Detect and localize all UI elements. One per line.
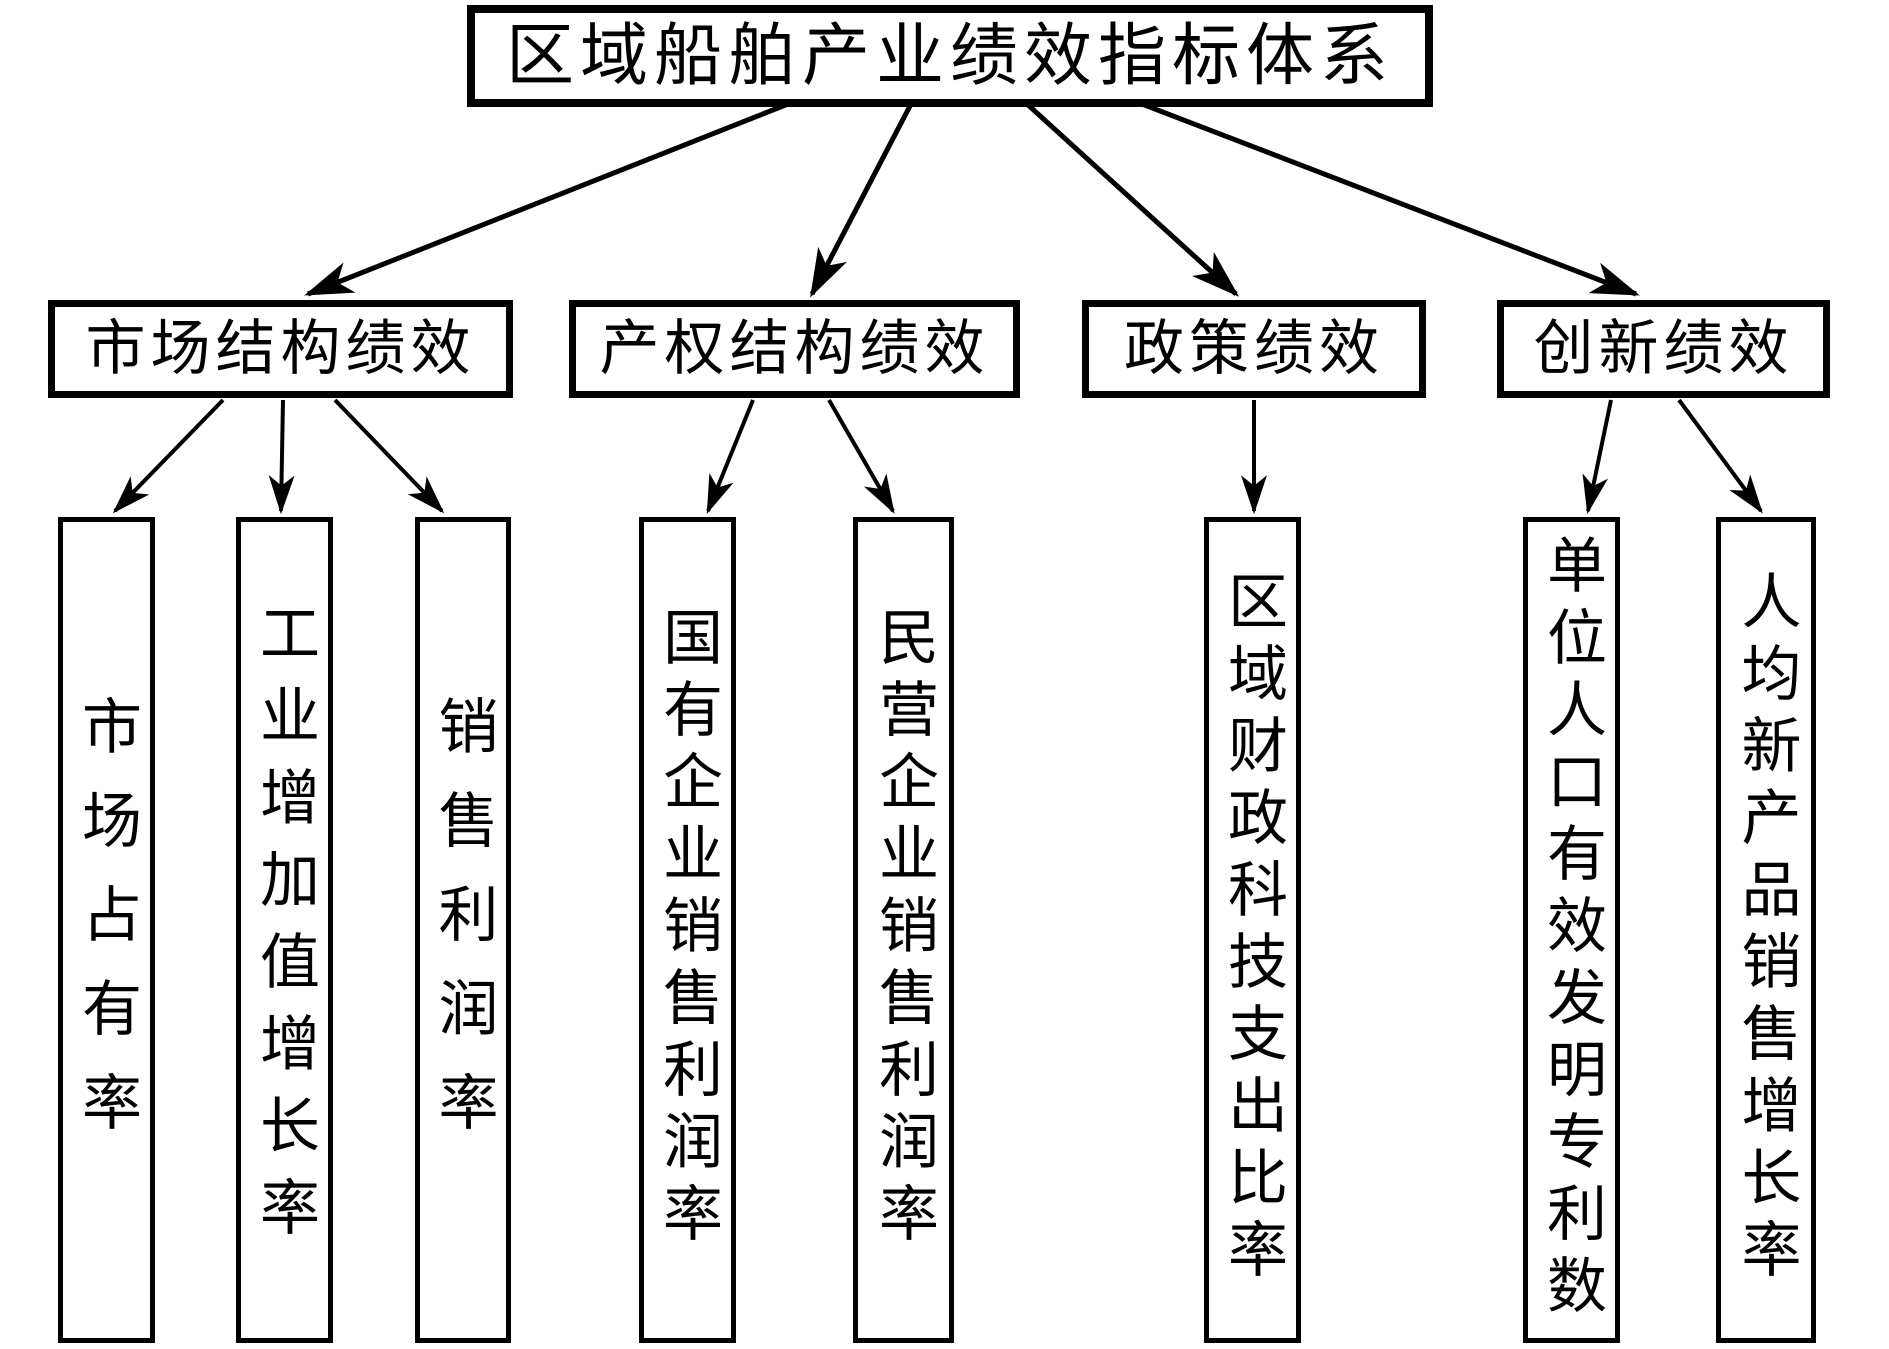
- indicator-node-soe-sales-profit-rate: 国有企业销售利润率: [639, 517, 736, 1343]
- indicator-node-market-share: 市场占有率: [58, 517, 155, 1343]
- indicator-node-regional-fiscal-st-expenditure-ratio: 区域财政科技支出比率: [1204, 517, 1301, 1343]
- category-node-market-structure: 市场结构绩效: [48, 300, 513, 398]
- category-node-property-structure: 产权结构绩效: [569, 300, 1020, 398]
- indicator-node-patents-per-unit-population: 单位人口有效发明专利数: [1523, 517, 1620, 1343]
- category-node-policy: 政策绩效: [1082, 300, 1426, 398]
- indicator-node-per-capita-new-product-sales-growth: 人均新产品销售增长率: [1716, 517, 1816, 1343]
- indicator-node-sales-profit-rate: 销售利润率: [415, 517, 511, 1343]
- indicator-node-private-sales-profit-rate: 民营企业销售利润率: [853, 517, 954, 1343]
- category-node-innovation: 创新绩效: [1497, 300, 1830, 398]
- indicator-node-industrial-added-value-growth: 工业增加值增长率: [236, 517, 333, 1343]
- root-node-title: 区域船舶产业绩效指标体系: [467, 5, 1433, 107]
